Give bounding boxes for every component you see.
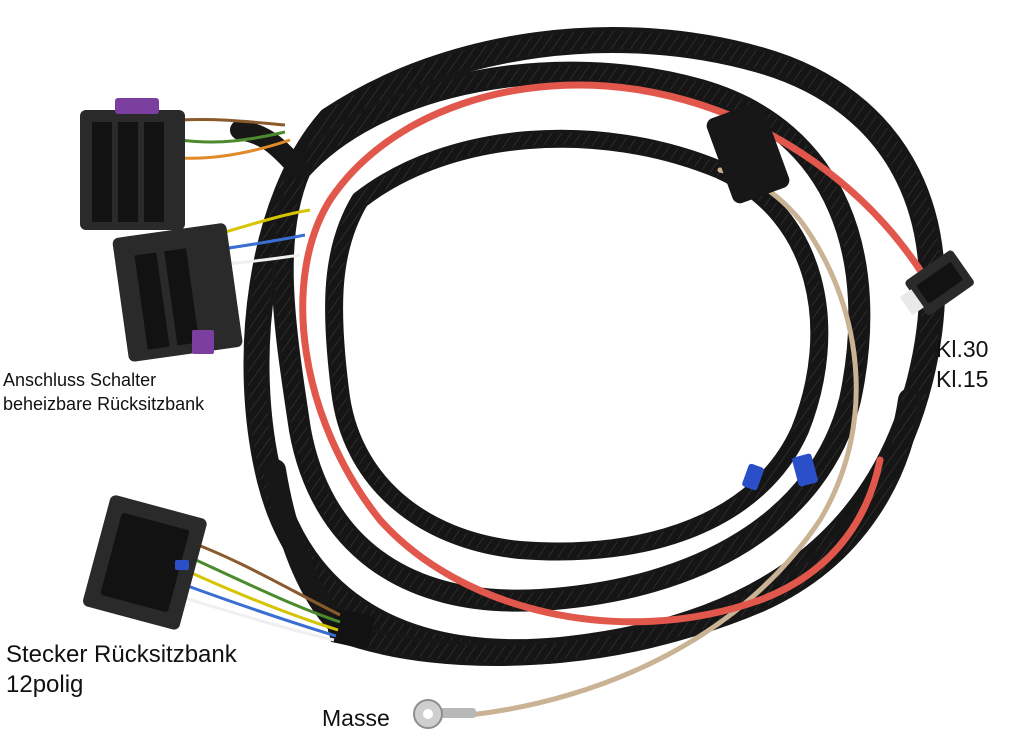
ground-wire — [467, 167, 859, 718]
ground-caption: Masse — [322, 705, 390, 731]
red-power-wire — [299, 81, 924, 626]
terminal-caption-kl30: Kl.30 — [936, 336, 989, 362]
ground-ring-terminal — [413, 699, 476, 729]
seat-plug-connector — [83, 495, 341, 642]
blue-clip-right — [792, 453, 818, 487]
seat-plug-caption-line-1: Stecker Rücksitzbank — [6, 641, 237, 668]
switch-connector-lower — [112, 208, 311, 362]
blue-clip-left — [742, 463, 764, 491]
seat-plug-caption-line-2: 12polig — [6, 671, 84, 698]
terminal-caption: Kl.30 Kl.15 — [936, 334, 988, 394]
sleeve-inner-loop-texture — [328, 132, 826, 558]
sleeve-middle-loop-texture — [275, 65, 867, 609]
terminal-caption-kl15: Kl.15 — [936, 366, 989, 392]
switch-connector-caption: Anschluss Schalter beheizbare Rücksitzba… — [3, 368, 204, 416]
seat-plug-caption: Stecker Rücksitzbank 12polig — [6, 640, 237, 700]
switch-connector-caption-line-1: Anschluss Schalter — [3, 370, 157, 390]
terminal-connector — [899, 250, 974, 316]
switch-connector-upper — [80, 98, 291, 230]
sleeve-band — [329, 608, 375, 650]
velcro-strap — [706, 102, 790, 204]
sleeved-loops — [230, 27, 946, 666]
switch-connector-caption-line-2: beheizbare Rücksitzbank — [3, 394, 205, 414]
